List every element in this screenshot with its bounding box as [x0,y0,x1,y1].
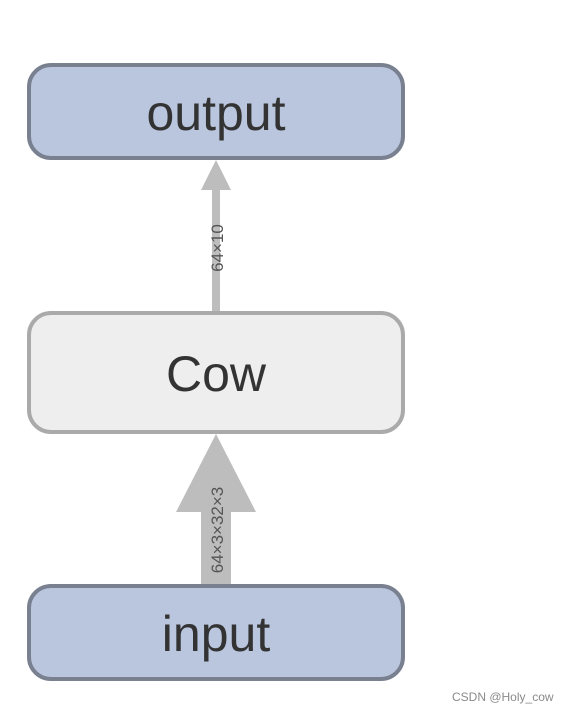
watermark-text: CSDN @Holy_cow [452,690,554,704]
edge-cow-to-output-shaft [212,186,220,313]
node-cow[interactable]: Cow [27,311,405,434]
node-cow-label: Cow [166,346,267,402]
node-input[interactable]: input [27,584,405,681]
node-output-label: output [146,85,285,141]
node-cow-box [27,311,405,434]
edge-cow-to-output: 64×10 [201,160,231,313]
edge-input-to-cow-shaft [201,505,231,588]
edge-input-to-cow: 64×3×32×3 [176,434,256,588]
node-output-box [27,63,405,160]
edge-input-to-cow-arrowhead [176,434,256,512]
edge-cow-to-output-arrowhead [201,160,231,190]
node-input-label: input [162,606,271,662]
node-input-box [27,584,405,681]
node-output[interactable]: output [27,63,405,160]
edge-cow-to-output-label: 64×10 [208,224,227,272]
edge-input-to-cow-label: 64×3×32×3 [208,487,227,574]
